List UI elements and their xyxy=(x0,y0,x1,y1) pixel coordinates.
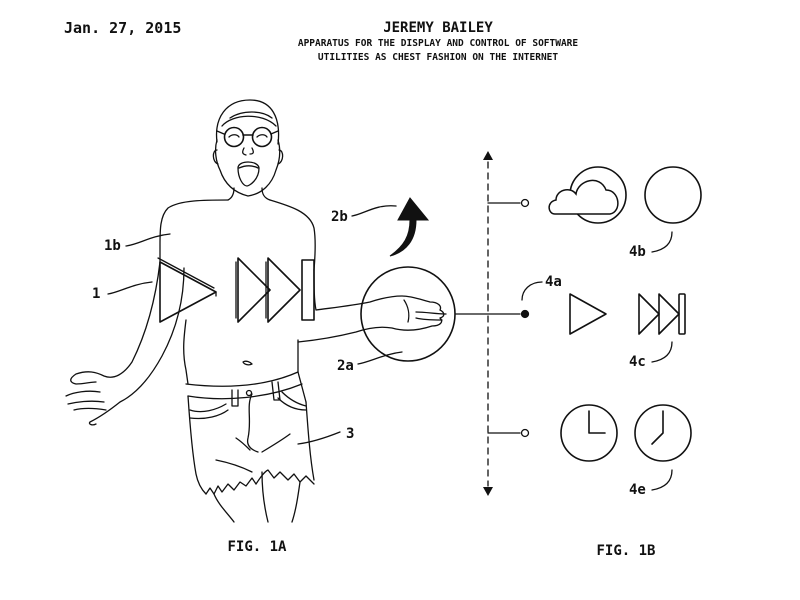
patent-title-line-2: UTILITIES AS CHEST FASHION ON THE INTERN… xyxy=(318,52,558,63)
label-1b: 1b xyxy=(104,238,121,254)
chest-fast-forward-icon xyxy=(235,257,315,323)
clock-icon-three xyxy=(560,404,618,462)
menu-axis xyxy=(483,151,493,496)
figure-1a-caption: FIG. 1A xyxy=(227,539,287,555)
label-4c: 4c xyxy=(629,354,646,370)
label-4e: 4e xyxy=(629,482,646,498)
label-4b: 4b xyxy=(629,244,646,260)
play-icon xyxy=(569,293,607,335)
label-1: 1 xyxy=(92,286,100,302)
cloud-icon xyxy=(548,166,627,224)
chest-play-icon xyxy=(157,257,217,323)
menu-node-bottom xyxy=(520,428,530,438)
patent-title-line-1: APPARATUS FOR THE DISPLAY AND CONTROL OF… xyxy=(298,38,579,49)
patent-date: Jan. 27, 2015 xyxy=(64,19,181,37)
inventor-name: JEREMY BAILEY xyxy=(383,20,493,36)
figure-1b-caption: FIG. 1B xyxy=(596,543,655,559)
figure-person xyxy=(65,99,447,523)
label-2b: 2b xyxy=(331,209,348,225)
menu-node-selected xyxy=(520,309,530,319)
label-4a: 4a xyxy=(545,274,562,290)
menu-node-top xyxy=(520,198,530,208)
label-2a: 2a xyxy=(337,358,354,374)
hand-selection-circle xyxy=(360,266,456,362)
skip-forward-icon xyxy=(638,293,686,335)
circle-icon xyxy=(644,166,702,224)
clock-icon-seven xyxy=(634,404,692,462)
up-arrow-icon xyxy=(389,197,430,257)
label-3: 3 xyxy=(346,426,354,442)
